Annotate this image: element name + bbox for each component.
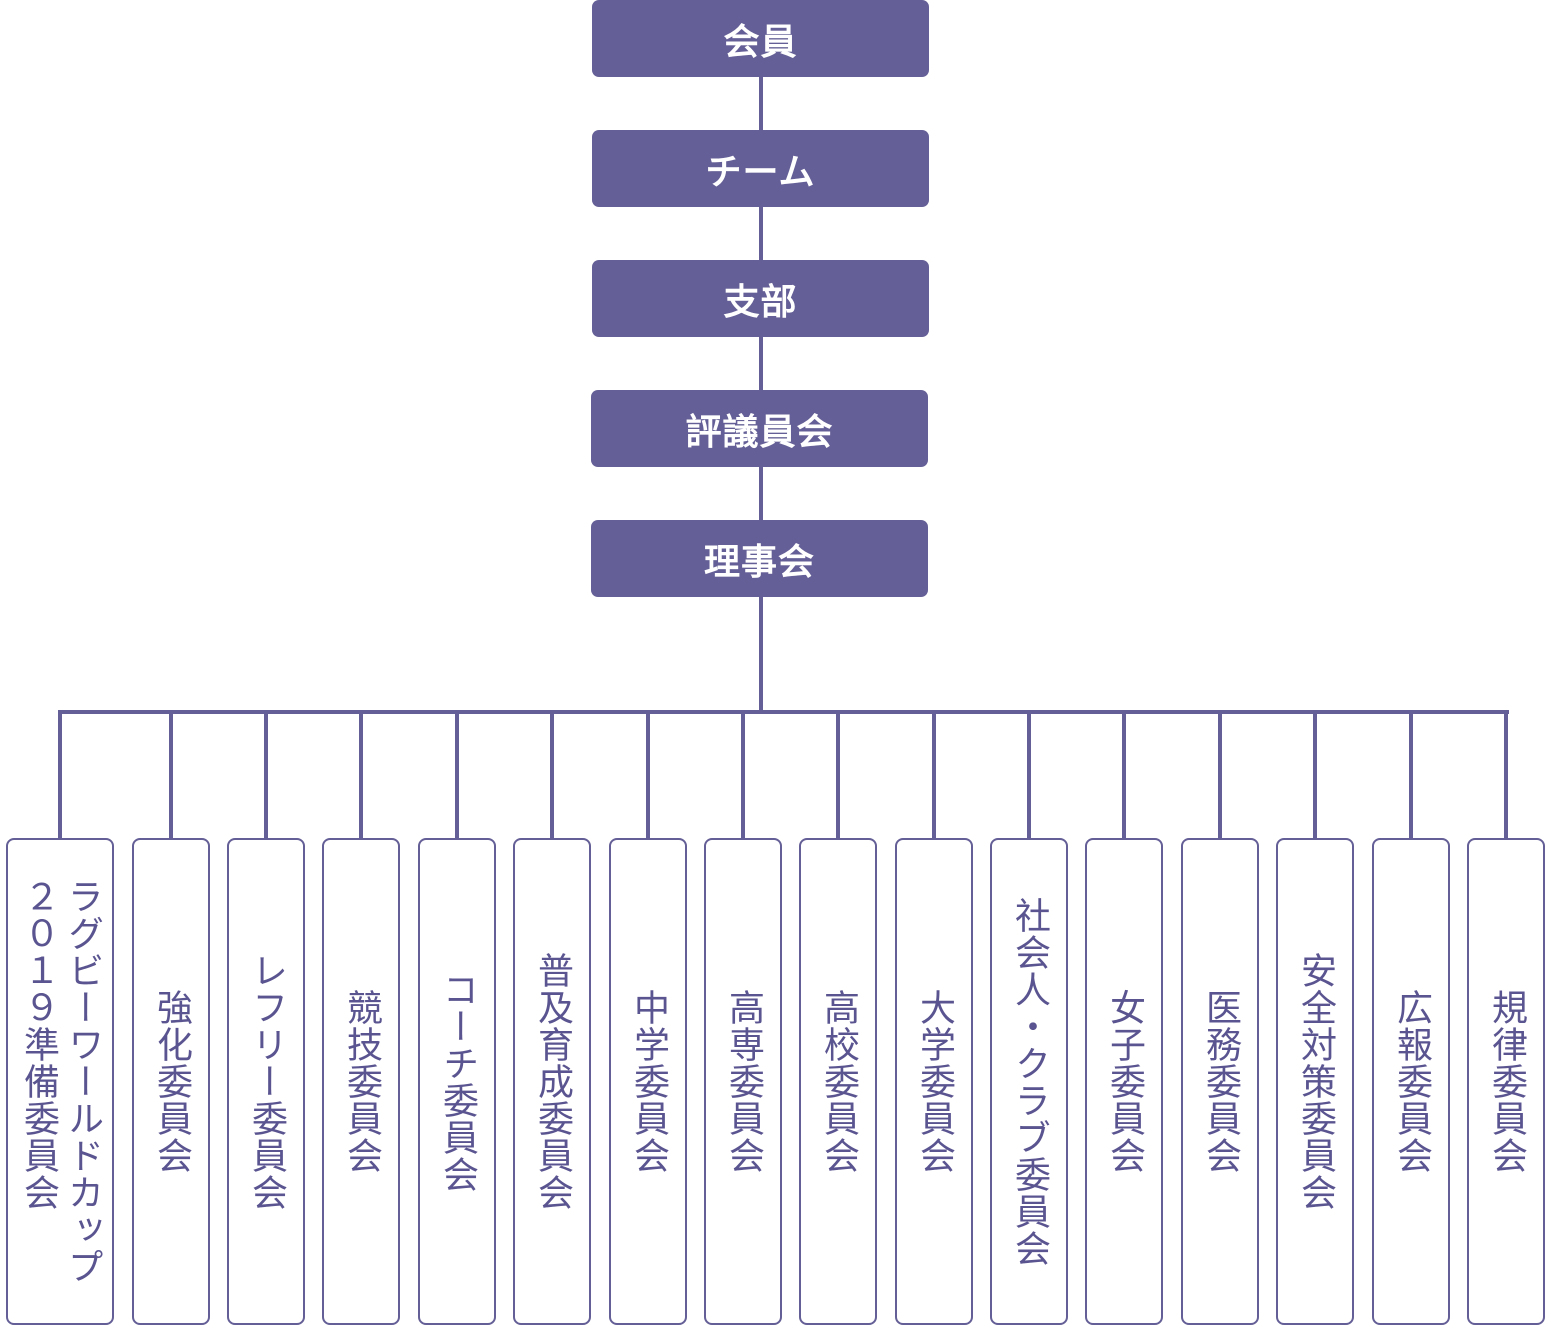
- drop-line-14: [1313, 710, 1317, 838]
- committee-women: 女子委員会: [1085, 838, 1163, 1325]
- committee-coach: コーチ委員会: [418, 838, 496, 1325]
- committee-strengthening: 強化委員会: [132, 838, 210, 1325]
- drop-line-11: [1027, 710, 1031, 838]
- committee-technical-college: 高専委員会: [704, 838, 782, 1325]
- committee-label: 大学委員会: [914, 989, 955, 1174]
- drop-line-8: [741, 710, 745, 838]
- board-box: 理事会: [591, 520, 928, 597]
- committee-label: 規律委員会: [1486, 989, 1527, 1174]
- drop-line-3: [264, 710, 268, 838]
- committee-label: レフリー委員会: [246, 952, 287, 1211]
- drop-line-9: [836, 710, 840, 838]
- committee-label: コーチ委員会: [437, 970, 478, 1193]
- committee-junior-high: 中学委員会: [609, 838, 687, 1325]
- drop-line-16: [1504, 710, 1508, 838]
- committee-public-relations: 広報委員会: [1372, 838, 1450, 1325]
- spine-line-3: [759, 337, 763, 391]
- members-label: 会員: [723, 21, 798, 63]
- committee-safety: 安全対策委員会: [1276, 838, 1354, 1325]
- councillors-label: 評議員会: [685, 411, 834, 453]
- teams-label: チーム: [705, 151, 816, 193]
- drop-line-13: [1218, 710, 1222, 838]
- committee-label: 女子委員会: [1104, 989, 1145, 1174]
- committee-label: 普及育成委員会: [532, 952, 573, 1211]
- spine-line-1: [759, 77, 763, 131]
- committee-referee: レフリー委員会: [227, 838, 305, 1325]
- committee-label: 競技委員会: [341, 989, 382, 1174]
- committee-university: 大学委員会: [895, 838, 973, 1325]
- drop-line-15: [1409, 710, 1413, 838]
- committee-label: 強化委員会: [151, 989, 192, 1174]
- committee-high-school: 高校委員会: [799, 838, 877, 1325]
- committee-discipline: 規律委員会: [1467, 838, 1545, 1325]
- committee-label: 社会人・クラブ委員会: [1009, 896, 1050, 1267]
- drop-line-7: [646, 710, 650, 838]
- committee-label: 高専委員会: [723, 989, 764, 1174]
- drop-line-12: [1122, 710, 1126, 838]
- spine-line-4: [759, 467, 763, 521]
- drop-line-2: [169, 710, 173, 838]
- councillors-box: 評議員会: [591, 390, 928, 467]
- committee-label: 高校委員会: [818, 989, 859, 1174]
- committee-label: 安全対策委員会: [1295, 952, 1336, 1211]
- committee-adult-club: 社会人・クラブ委員会: [990, 838, 1068, 1325]
- committee-medical: 医務委員会: [1181, 838, 1259, 1325]
- members-box: 会員: [592, 0, 929, 77]
- committee-competition: 競技委員会: [322, 838, 400, 1325]
- branch-bar: [58, 710, 1509, 714]
- spine-line-5: [759, 597, 763, 712]
- drop-line-1: [58, 710, 62, 838]
- drop-line-4: [359, 710, 363, 838]
- drop-line-10: [932, 710, 936, 838]
- committee-promotion-development: 普及育成委員会: [513, 838, 591, 1325]
- spine-line-2: [759, 207, 763, 261]
- branches-box: 支部: [592, 260, 929, 337]
- committee-label: 医務委員会: [1200, 989, 1241, 1174]
- drop-line-6: [550, 710, 554, 838]
- drop-line-5: [455, 710, 459, 838]
- teams-box: チーム: [592, 130, 929, 207]
- committee-label: ラグビーワールドカップ ２０１９準備委員会: [18, 878, 103, 1285]
- committee-label: 中学委員会: [628, 989, 669, 1174]
- committee-rwc2019-preparation: ラグビーワールドカップ ２０１９準備委員会: [6, 838, 114, 1325]
- board-label: 理事会: [703, 541, 815, 583]
- committee-label: 広報委員会: [1391, 989, 1432, 1174]
- branches-label: 支部: [723, 281, 798, 323]
